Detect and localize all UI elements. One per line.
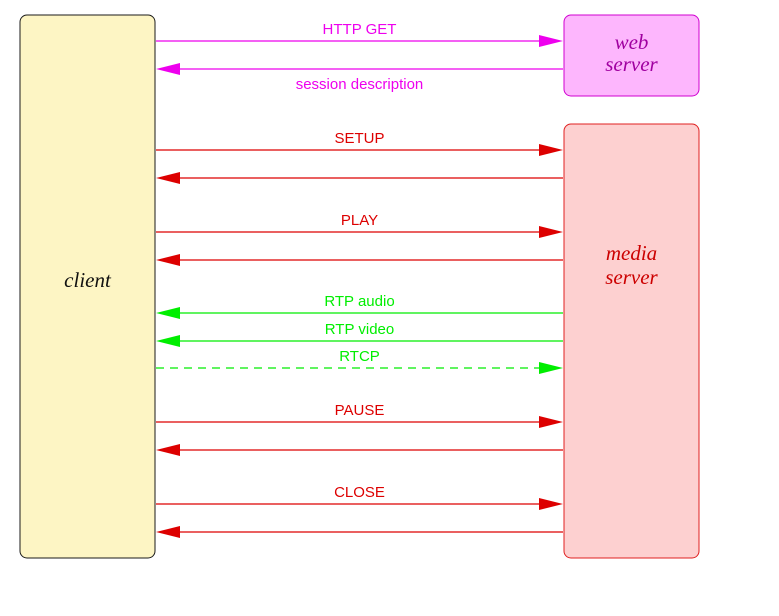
arrowhead-icon (156, 172, 180, 184)
message-play: PLAY (156, 212, 563, 238)
message-label: RTCP (339, 348, 380, 365)
media-server-rect (563, 123, 700, 559)
arrowhead-icon (156, 526, 180, 538)
message-http-get: HTTP GET (156, 21, 563, 47)
media-server-label: server (605, 265, 658, 289)
client-box: client (19, 14, 156, 559)
message-rtp-audio: RTP audio (156, 293, 563, 319)
web-server-label: server (605, 52, 658, 76)
message-label: RTP video (325, 321, 395, 338)
message-label: SETUP (334, 130, 384, 147)
message-setup-reply (156, 172, 563, 184)
message-label: PLAY (341, 212, 378, 229)
message-play-reply (156, 254, 563, 266)
arrowhead-icon (539, 144, 563, 156)
arrowhead-icon (156, 307, 180, 319)
message-label: HTTP GET (323, 21, 397, 38)
message-pause-reply (156, 444, 563, 456)
arrowhead-icon (156, 335, 180, 347)
arrowhead-icon (539, 416, 563, 428)
arrowhead-icon (156, 444, 180, 456)
message-label: session description (296, 76, 424, 93)
arrowhead-icon (156, 63, 180, 75)
arrowhead-icon (539, 498, 563, 510)
message-setup: SETUP (156, 130, 563, 156)
arrowhead-icon (539, 362, 563, 374)
client-label: client (64, 268, 112, 292)
arrowhead-icon (539, 226, 563, 238)
message-rtp-video: RTP video (156, 321, 563, 347)
web-server-label: web (615, 30, 649, 54)
message-pause: PAUSE (156, 402, 563, 428)
arrowhead-icon (156, 254, 180, 266)
client-rect (19, 14, 156, 559)
media-server-label: media (606, 241, 657, 265)
message-rtcp: RTCP (156, 348, 563, 374)
message-label: RTP audio (324, 293, 394, 310)
message-session-description: session description (156, 63, 563, 93)
message-label: CLOSE (334, 484, 385, 501)
web-server-rect (563, 14, 700, 97)
message-close: CLOSE (156, 484, 563, 510)
message-label: PAUSE (335, 402, 385, 419)
arrowhead-icon (539, 35, 563, 47)
message-close-reply (156, 526, 563, 538)
